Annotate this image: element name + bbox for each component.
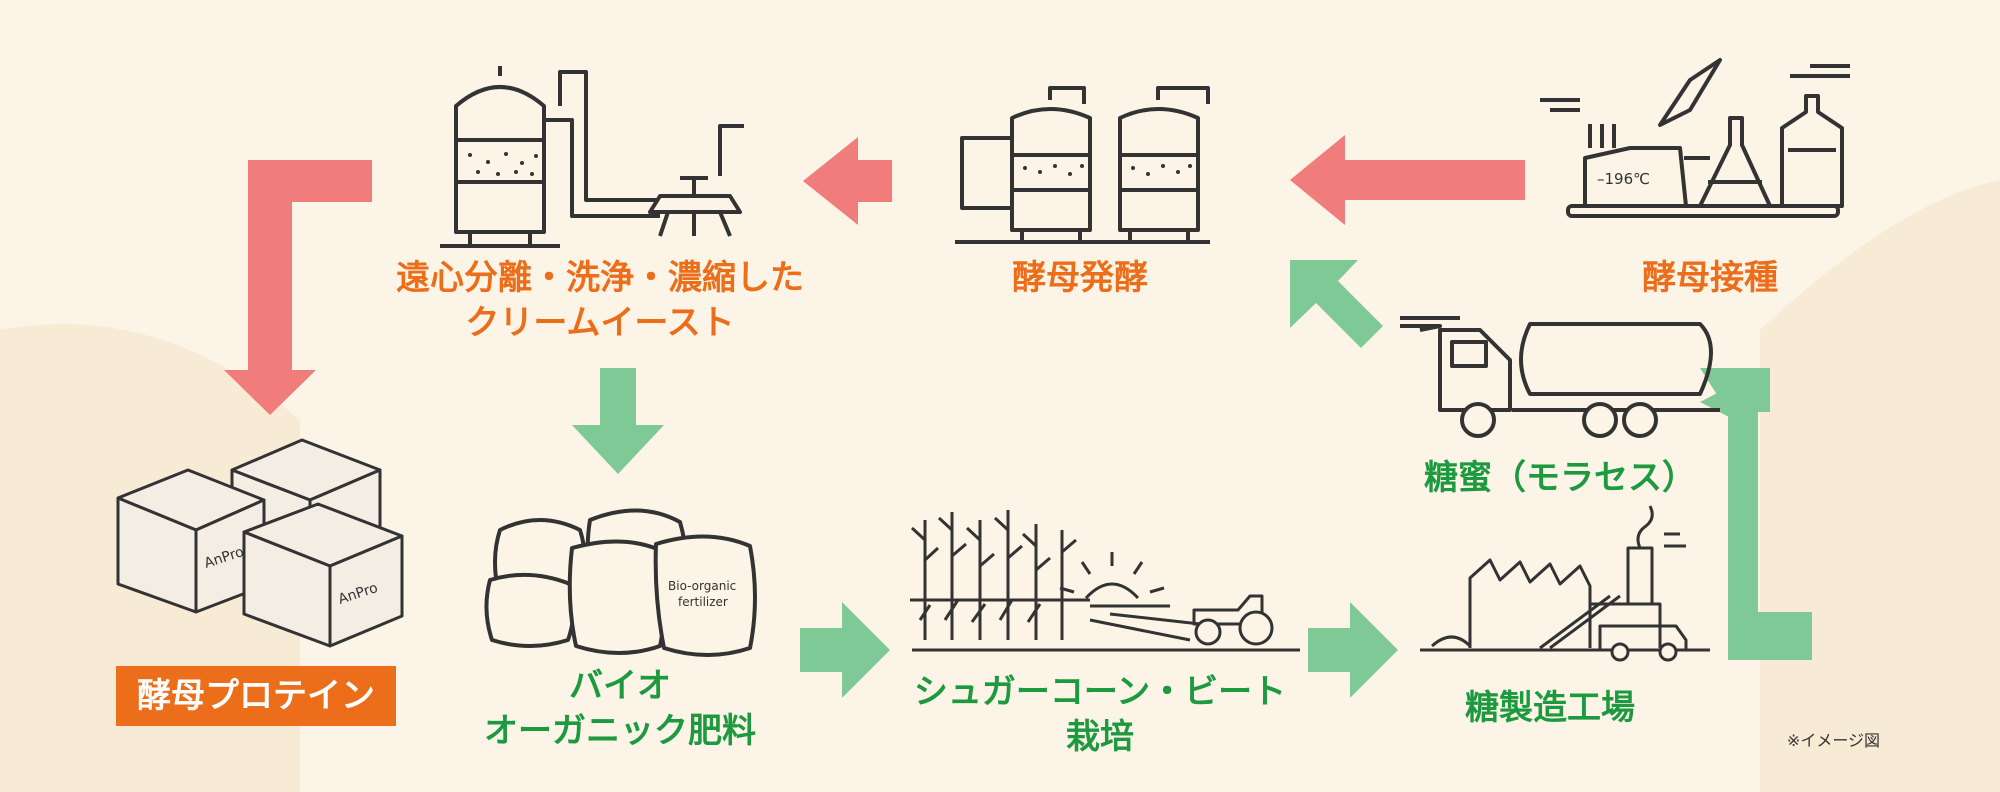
cultivation-label: シュガーコーン・ビート 栽培 <box>880 670 1320 760</box>
fermentation-tank-dots <box>1023 164 1192 176</box>
background-curve-right <box>1760 180 2000 792</box>
image-note: ※イメージ図 <box>1786 731 1880 750</box>
bio-fertilizer-label-line2: オーガニック肥料 <box>484 710 756 751</box>
bio-fertilizer-label-line1: バイオ <box>569 666 671 706</box>
arrow-fertilizer-to-cultivation <box>800 602 890 698</box>
sugar-factory-illustration <box>1420 505 1710 662</box>
sugar-factory-label: 糖製造工場 <box>1465 688 1635 728</box>
cultivation-label-line1: シュガーコーン・ビート <box>913 672 1287 712</box>
cultivation-label-line2: 栽培 <box>1066 716 1134 757</box>
protein-boxes-illustration <box>116 438 404 648</box>
bio-fertilizer-label: バイオ オーガニック肥料 <box>450 664 790 754</box>
arrow-fermentation-to-cream-yeast <box>803 137 892 225</box>
cultivation-field-illustration <box>910 510 1300 652</box>
fertilizer-bags-illustration <box>484 508 757 657</box>
centrifuge-dots <box>468 152 538 176</box>
molasses-label: 糖蜜（モラセス） <box>1424 458 1696 498</box>
cream-yeast-label: 遠心分離・洗浄・濃縮した クリームイースト <box>380 256 820 346</box>
fermentation-label: 酵母発酵 <box>1012 258 1148 298</box>
arrow-cream-yeast-to-fertilizer <box>572 368 664 474</box>
arrow-factory-to-molasses-tip <box>1700 372 1758 432</box>
temperature-marking: –196℃ <box>1597 170 1650 188</box>
arrow-cultivation-to-factory <box>1308 602 1398 698</box>
arrow-inoculation-to-fermentation <box>1290 135 1525 225</box>
lab-equipment-illustration <box>1540 58 1850 218</box>
cream-yeast-label-line1: 遠心分離・洗浄・濃縮した <box>396 258 804 298</box>
arrow-cream-yeast-to-protein <box>224 160 372 415</box>
cream-yeast-label-line2: クリームイースト <box>465 302 735 343</box>
bag-text-line1: Bio-organic <box>668 579 736 593</box>
yeast-protein-label: 酵母プロテイン <box>116 666 396 726</box>
fermentation-tanks-illustration <box>955 86 1210 244</box>
inoculation-label: 酵母接種 <box>1642 258 1778 298</box>
arrow-factory-to-molasses <box>1728 390 1812 660</box>
tanker-truck-illustration <box>1400 316 1720 438</box>
bag-text-line2: fertilizer <box>678 595 728 609</box>
arrow-molasses-to-fermentation <box>1290 260 1383 348</box>
centrifuge-illustration <box>440 66 744 248</box>
